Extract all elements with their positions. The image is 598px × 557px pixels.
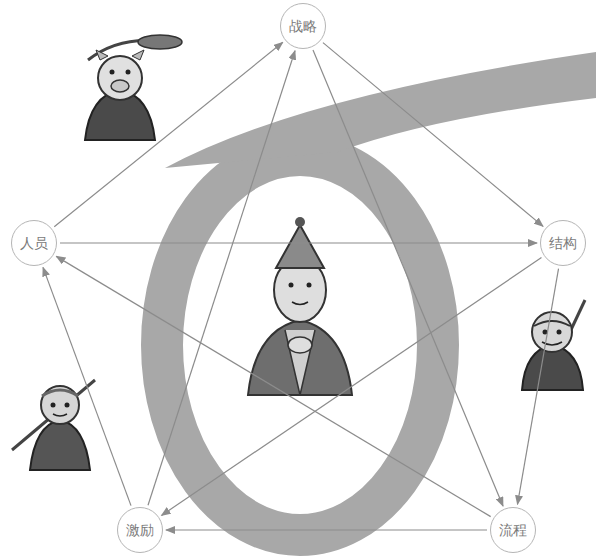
arrow-connector	[148, 51, 295, 506]
node-label: 结构	[549, 235, 577, 252]
monkey-figure	[12, 380, 95, 470]
sigma-tail	[165, 52, 596, 168]
node-label: 激励	[126, 522, 154, 539]
arrow-connector	[517, 269, 558, 505]
arrow-connector	[162, 258, 542, 516]
stage-circle: 结构	[540, 220, 586, 266]
arrow-connector	[56, 256, 490, 516]
arrow-connector	[166, 529, 487, 530]
node-label: 人员	[20, 235, 48, 252]
arrow-connector	[54, 42, 283, 226]
node-label: 流程	[499, 522, 527, 539]
arrow-connector	[323, 43, 543, 227]
stage-circle: 战略	[280, 3, 326, 49]
stage-circle: 流程	[490, 507, 536, 553]
stage-circle: 激励	[117, 507, 163, 553]
arrow-connector	[60, 242, 537, 243]
arrow-connector	[43, 267, 131, 505]
node-label: 战略	[289, 18, 317, 35]
monk-figure	[248, 217, 352, 395]
arrow-connector	[313, 50, 503, 506]
monk-sha-figure	[522, 300, 585, 390]
pig-figure	[85, 35, 182, 140]
stage-circle: 人员	[11, 220, 57, 266]
